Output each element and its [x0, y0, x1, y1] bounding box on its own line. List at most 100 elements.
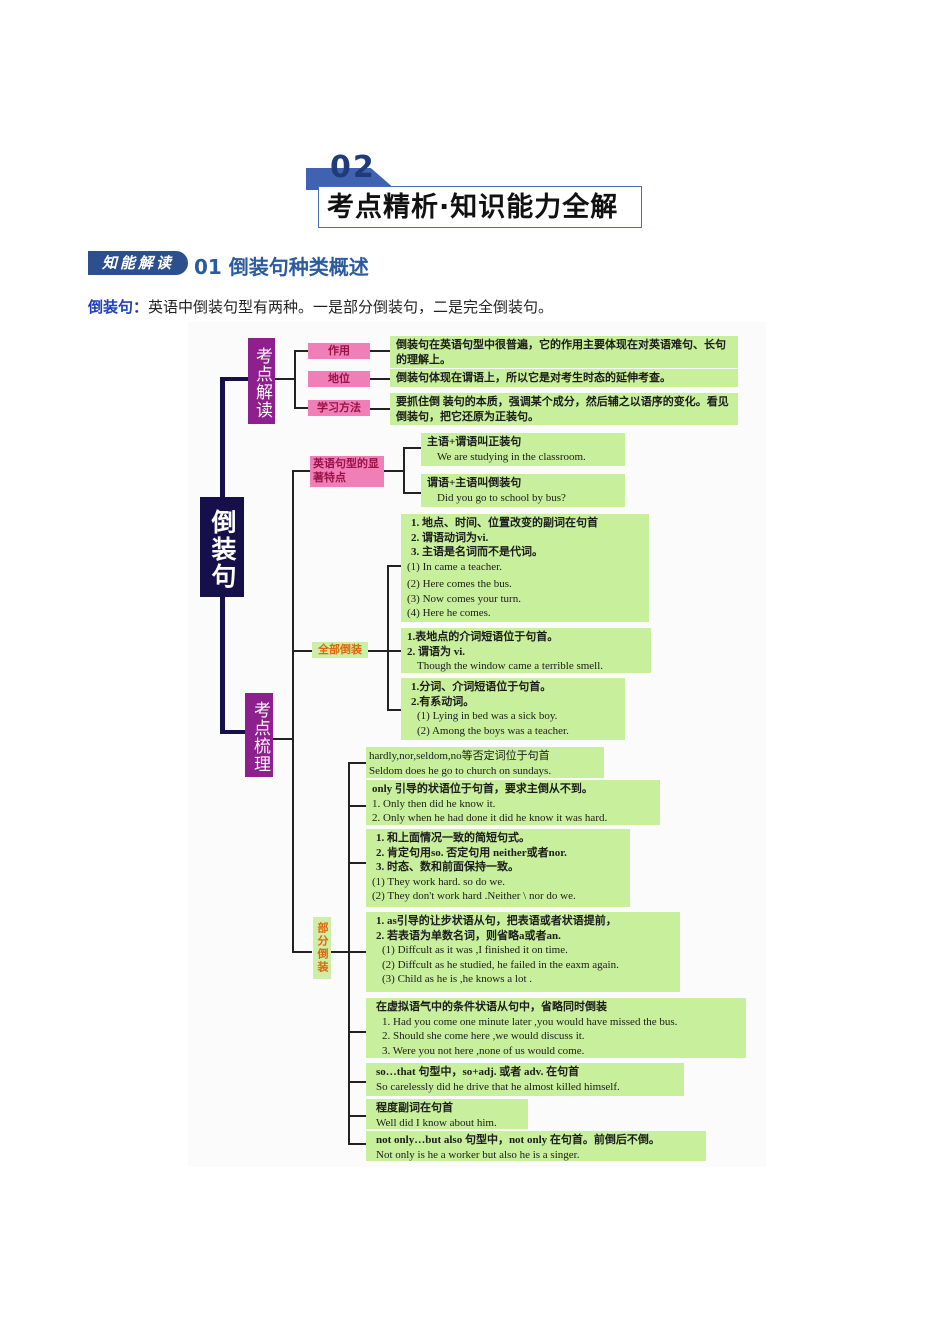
connector: [403, 492, 421, 494]
rule-line: 2. 若表语为单数名词，则省略a或者an.: [376, 929, 561, 942]
partial-box-only: only 引导的状语位于句首，要求主倒从不到。 1. Only then did…: [366, 780, 660, 825]
partial-box-so-that: so…that 句型中，so+adj. 或者 adv. 在句首 So carel…: [366, 1063, 684, 1096]
connector: [368, 650, 388, 652]
feature-inverted-box: 谓语+主语叫倒装句 Did you go to school by bus?: [421, 474, 625, 507]
rule-line: so…that 句型中，so+adj. 或者 adv. 在句首: [376, 1066, 580, 1078]
tag-method: 学习方法: [308, 400, 370, 416]
example-line: So carelessly did he drive that he almos…: [376, 1080, 620, 1093]
connector: [387, 565, 389, 710]
knowledge-title: 01 倒装句种类概述: [194, 255, 369, 279]
feature-inverted-title: 谓语+主语叫倒装句: [427, 477, 522, 489]
connector: [384, 470, 404, 472]
connector: [387, 709, 401, 711]
rule-line: 1.分词、介词短语位于句首。: [411, 681, 552, 693]
example-line: (2) Among the boys was a teacher.: [417, 724, 569, 737]
rule-line: only 引导的状语位于句首，要求主倒从不到。: [372, 783, 593, 795]
partial-box-so-neither: 1. 和上面情况一致的简短句式。 2. 肯定句用so. 否定句用 neither…: [366, 829, 630, 907]
intro-paragraph: 倒装句：英语中倒装句型有两种。一是部分倒装句，二是完全倒装句。: [88, 296, 553, 317]
connector: [348, 762, 366, 764]
connector: [348, 762, 350, 1144]
connector: [348, 862, 366, 864]
partial-box-negative: hardly,nor,seldom,no等否定词位于句首 Seldom does…: [366, 747, 604, 778]
rule-line: 2.有系动词。: [411, 695, 475, 708]
tag-features: 英语句型的显著特点: [310, 456, 384, 487]
feature-normal-box: 主语+谓语叫正装句 We are studying in the classro…: [421, 433, 625, 466]
connector: [292, 470, 310, 472]
example-line: (1) Lying in bed was a sick boy.: [417, 710, 558, 722]
branch-interpret-label: 考点解读: [248, 338, 275, 424]
intro-text: 英语中倒装句型有两种。一是部分倒装句，二是完全倒装句。: [148, 298, 554, 316]
feature-normal-example: We are studying in the classroom.: [437, 450, 586, 463]
mindmap-root: 倒装句: [200, 497, 244, 597]
connector: [292, 470, 294, 952]
example-line: (1) In came a teacher.: [407, 560, 502, 573]
connector: [275, 378, 295, 380]
feature-inverted-example: Did you go to school by bus?: [437, 491, 566, 504]
trunk-branch-bottom: [220, 730, 248, 734]
branch-review-label: 考点梳理: [245, 693, 273, 777]
trunk-line-bottom: [220, 597, 225, 733]
example-line: Not only is he a worker but also he is a…: [376, 1148, 580, 1161]
example-line: Well did I know about him.: [376, 1116, 497, 1129]
full-inversion-box-1: 1. 地点、时间、位置改变的副词在句首 2. 谓语动词为vi. 3. 主语是名词…: [401, 514, 649, 622]
connector: [348, 951, 366, 953]
example-line: (1) Diffcult as it was ,I finished it on…: [382, 944, 568, 956]
example-line: (2) Diffcult as he studied, he failed in…: [382, 958, 619, 971]
example-line: 1. Only then did he know it.: [372, 797, 496, 810]
connector: [294, 407, 308, 409]
tag-full-inversion: 全部倒装: [312, 642, 368, 658]
knowledge-badge: 知能解读: [88, 251, 188, 275]
rule-line: 2. 谓语动词为vi.: [411, 531, 489, 544]
connector: [403, 447, 405, 493]
feature-normal-title: 主语+谓语叫正装句: [427, 436, 522, 448]
partial-box-as-concession: 1. as引导的让步状语从句，把表语或者状语提前， 2. 若表语为单数名词，则省…: [366, 912, 680, 992]
example-line: (3) Now comes your turn.: [407, 592, 521, 605]
rule-line: 程度副词在句首: [376, 1102, 453, 1114]
rule-line: not only…but also 句型中，not only 在句首。前倒后不倒…: [376, 1134, 660, 1146]
connector: [348, 1143, 366, 1145]
section-number: 02: [330, 150, 376, 185]
example-line: 1. Had you come one minute later ,you wo…: [382, 1015, 678, 1028]
trunk-line-top: [220, 377, 225, 497]
example-line: (4) Here he comes.: [407, 607, 491, 619]
section-tab-decoration: [306, 168, 396, 190]
example-line: 2. Only when he had done it did he know …: [372, 812, 608, 824]
example-line: 2. Should she come here ,we would discus…: [382, 1030, 585, 1042]
rule-line: 1. as引导的让步状语从句，把表语或者状语提前，: [376, 915, 617, 927]
example-line: (3) Child as he is ,he knows a lot .: [382, 973, 533, 985]
connector: [348, 1031, 366, 1033]
connector: [273, 738, 293, 740]
connector: [331, 951, 349, 953]
tag-partial-inversion: 部分倒装: [313, 917, 331, 979]
partial-box-not-only: not only…but also 句型中，not only 在句首。前倒后不倒…: [366, 1131, 706, 1161]
tag-status: 地位: [308, 371, 370, 387]
example-line: (1) They work hard. so do we.: [372, 875, 505, 888]
intro-label: 倒装句：: [88, 298, 149, 316]
connector: [387, 650, 401, 652]
connector: [294, 350, 296, 408]
example-line: (2) Here comes the bus.: [407, 578, 512, 590]
connector: [370, 408, 390, 410]
partial-box-degree-adverb: 程度副词在句首 Well did I know about him.: [366, 1099, 528, 1129]
example-line: (2) They don't work hard .Neither \ nor …: [372, 890, 576, 902]
connector: [403, 447, 421, 449]
rule-line: 在虚拟语气中的条件状语从句中，省略同时倒装: [376, 1001, 607, 1013]
connector: [348, 1081, 366, 1083]
interpret-status-text: 倒装句体现在谓语上，所以它是对考生时态的延伸考查。: [390, 369, 738, 387]
trunk-branch-top: [220, 377, 248, 381]
section-title: 考点精析·知识能力全解: [318, 186, 642, 228]
connector: [292, 650, 312, 652]
example-line: Seldom does he go to church on sundays.: [369, 764, 552, 777]
full-inversion-box-3: 1.分词、介词短语位于句首。 2.有系动词。 (1) Lying in bed …: [401, 678, 625, 740]
rule-line: hardly,nor,seldom,no等否定词位于句首: [369, 750, 550, 762]
connector: [387, 565, 401, 567]
connector: [370, 350, 390, 352]
tag-function: 作用: [308, 343, 370, 359]
rule-line: 1.表地点的介词短语位于句首。: [407, 631, 559, 643]
rule-line: 1. 和上面情况一致的简短句式。: [376, 832, 530, 844]
rule-line: 2. 肯定句用so. 否定句用 neither或者nor.: [376, 846, 567, 859]
connector: [370, 378, 390, 380]
connector: [294, 350, 308, 352]
full-inversion-box-2: 1.表地点的介词短语位于句首。 2. 谓语为 vi. Though the wi…: [401, 628, 651, 673]
interpret-function-text: 倒装句在英语句型中很普遍，它的作用主要体现在对英语难句、长句的理解上。: [390, 336, 738, 368]
